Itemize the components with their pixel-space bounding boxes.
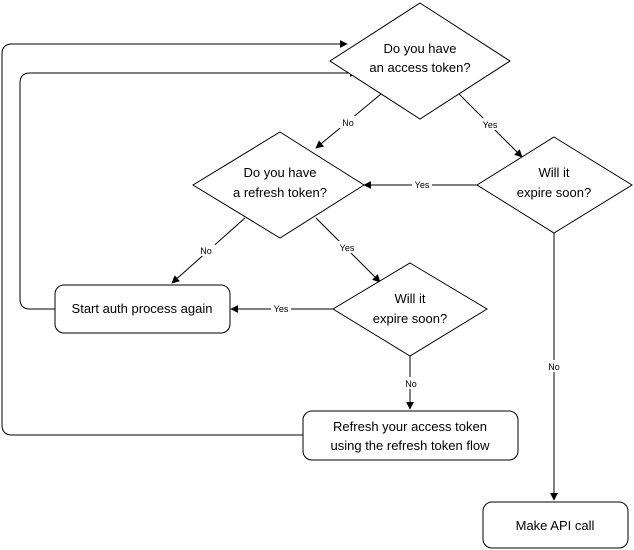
edge-label-refresh-yes: Yes bbox=[340, 243, 355, 253]
process-start-auth: Start auth process again bbox=[54, 284, 231, 334]
edge-label-access-expire-yes: Yes bbox=[415, 180, 430, 190]
decision-refresh-expire-soon: Will it expire soon? bbox=[332, 262, 488, 357]
process-refresh-access-token-line-1: Refresh your access token bbox=[333, 419, 487, 434]
process-make-api-call-label: Make API call bbox=[516, 518, 595, 533]
decision-access-expire-soon-line-1: Will it bbox=[538, 165, 569, 180]
process-make-api-call: Make API call bbox=[482, 501, 629, 549]
decision-have-access-token: Do you have an access token? bbox=[329, 2, 511, 120]
decision-refresh-expire-soon-line-1: Will it bbox=[394, 291, 425, 306]
process-refresh-access-token: Refresh your access token using the refr… bbox=[302, 410, 519, 461]
process-refresh-access-token-line-2: using the refresh token flow bbox=[331, 438, 491, 453]
decision-have-refresh-token-line-2: a refresh token? bbox=[233, 185, 327, 200]
edge-start-auth-loop bbox=[19, 69, 358, 310]
edge-refresh-loop bbox=[1, 40, 348, 436]
edge-label-refresh-expire-yes: Yes bbox=[274, 304, 289, 314]
edge-label-access-yes: Yes bbox=[483, 120, 498, 130]
decision-have-refresh-token: Do you have a refresh token? bbox=[192, 131, 365, 239]
decision-access-expire-soon-line-2: expire soon? bbox=[517, 185, 591, 200]
decision-access-expire-soon: Will it expire soon? bbox=[476, 136, 633, 234]
decision-have-refresh-token-line-1: Do you have bbox=[244, 165, 317, 180]
edge-label-access-expire-no: No bbox=[548, 362, 560, 372]
edge-label-refresh-no: No bbox=[200, 246, 212, 256]
edge-label-access-no: No bbox=[342, 118, 354, 128]
decision-have-access-token-line-2: an access token? bbox=[369, 60, 470, 75]
decision-have-access-token-line-1: Do you have bbox=[384, 41, 457, 56]
process-start-auth-label: Start auth process again bbox=[72, 301, 213, 316]
edge-label-refresh-expire-no: No bbox=[405, 379, 417, 389]
decision-refresh-expire-soon-line-2: expire soon? bbox=[373, 311, 447, 326]
